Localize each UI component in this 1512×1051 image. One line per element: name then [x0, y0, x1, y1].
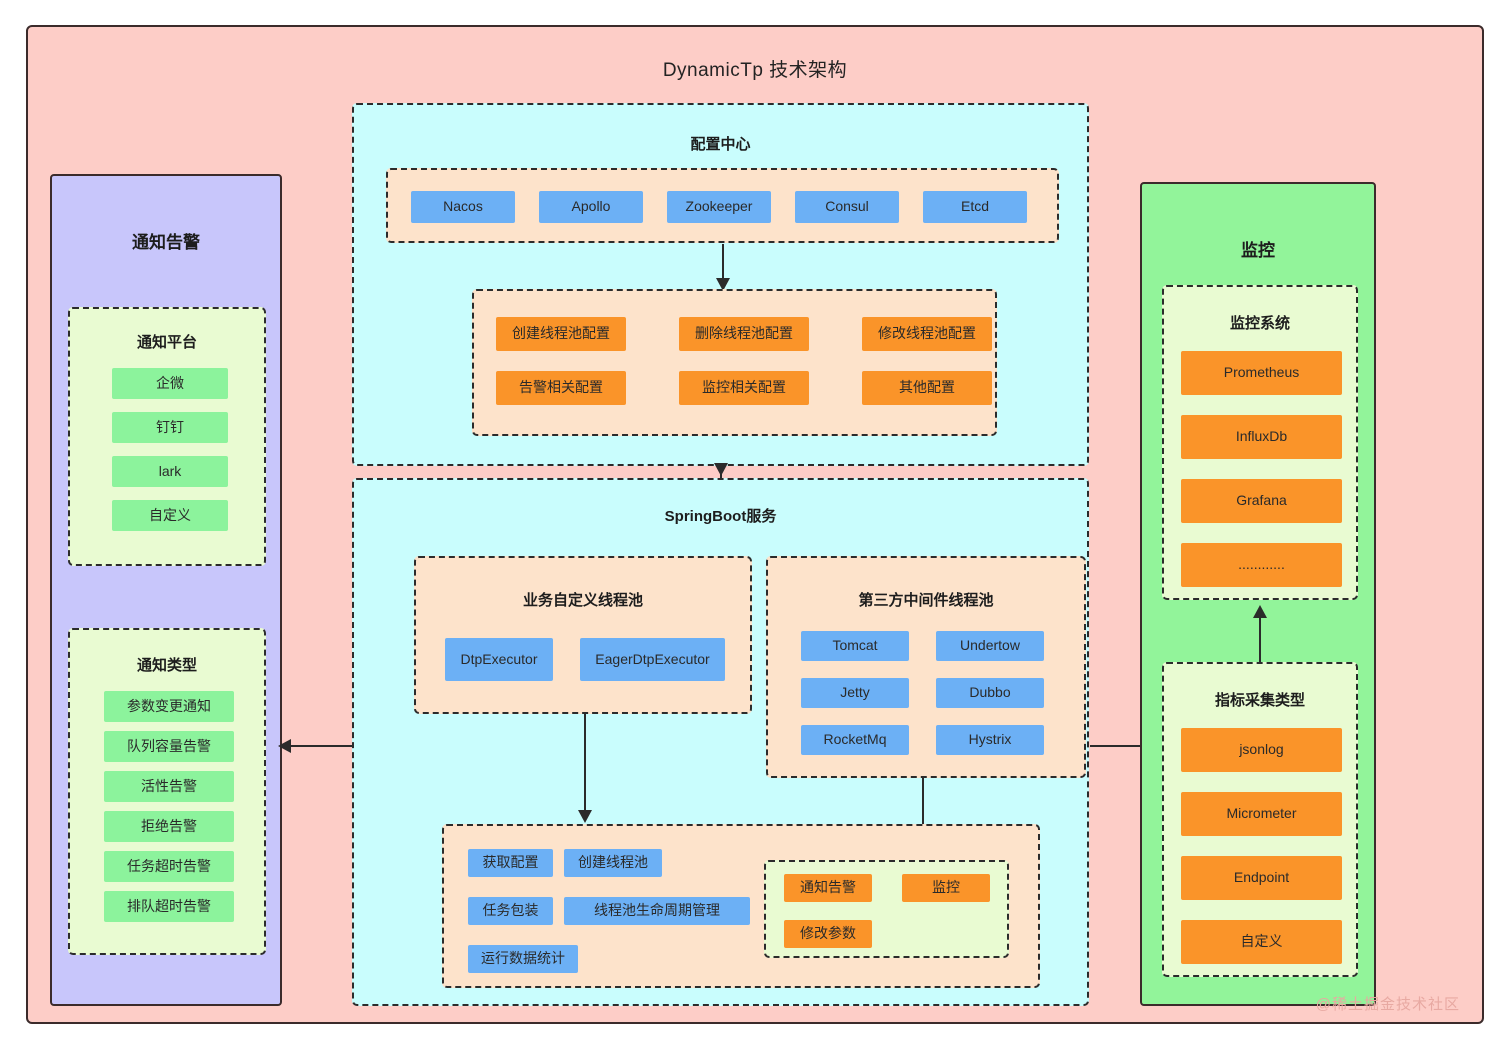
- middleware-thread-pool-item[interactable]: Dubbo: [936, 678, 1044, 708]
- config-item-chip[interactable]: 创建线程池配置: [496, 317, 626, 351]
- metric-collect-item[interactable]: jsonlog: [1181, 728, 1342, 772]
- config-sources-to-items-arrow-line: [722, 244, 724, 281]
- notification-alert-panel-title: 通知告警: [132, 233, 200, 252]
- notification-alert-panel: 通知告警 通知平台 企微 钉钉 lark 自定义 通知类型 参数变更通知 队列容…: [50, 174, 282, 1006]
- metric-collect-item[interactable]: Endpoint: [1181, 856, 1342, 900]
- notification-platform-item[interactable]: 自定义: [112, 500, 228, 531]
- notification-platform-item[interactable]: lark: [112, 456, 228, 487]
- springboot-to-notification-arrow-line: [290, 745, 352, 747]
- metric-collect-item[interactable]: Micrometer: [1181, 792, 1342, 836]
- notification-type-item[interactable]: 拒绝告警: [104, 811, 234, 842]
- notification-type-item[interactable]: 活性告警: [104, 771, 234, 802]
- monitor-system-item[interactable]: InfluxDb: [1181, 415, 1342, 459]
- springboot-action-chip[interactable]: 监控: [902, 874, 990, 902]
- middleware-thread-pool-item[interactable]: Tomcat: [801, 631, 909, 661]
- business-thread-pool-group: 业务自定义线程池 DtpExecutor EagerDtpExecutor: [414, 556, 752, 714]
- monitor-panel-title: 监控: [1241, 241, 1275, 260]
- core-capability-chip[interactable]: 线程池生命周期管理: [564, 897, 750, 925]
- collect-to-system-arrow-head: [1253, 605, 1267, 618]
- monitor-system-item[interactable]: ............: [1181, 543, 1342, 587]
- config-center-title: 配置中心: [690, 136, 751, 153]
- monitor-panel: 监控 监控系统 Prometheus InfluxDb Grafana ....…: [1140, 182, 1376, 1006]
- notification-type-group: 通知类型 参数变更通知 队列容量告警 活性告警 拒绝告警 任务超时告警 排队超时…: [68, 628, 266, 955]
- business-thread-pool-item[interactable]: DtpExecutor: [445, 638, 553, 681]
- core-capability-chip[interactable]: 创建线程池: [564, 849, 662, 877]
- notification-platform-group: 通知平台 企微 钉钉 lark 自定义: [68, 307, 266, 566]
- springboot-to-monitor-arrow-line: [1090, 745, 1152, 747]
- middleware-thread-pool-item[interactable]: RocketMq: [801, 725, 909, 755]
- config-source-chip[interactable]: Zookeeper: [667, 191, 771, 223]
- notification-type-item[interactable]: 队列容量告警: [104, 731, 234, 762]
- notification-type-item[interactable]: 参数变更通知: [104, 691, 234, 722]
- notification-platform-item[interactable]: 钉钉: [112, 412, 228, 443]
- notification-type-item[interactable]: 任务超时告警: [104, 851, 234, 882]
- business-pool-to-core-arrow-line: [584, 714, 586, 814]
- config-sources-to-items-arrow-head: [716, 278, 730, 291]
- business-thread-pool-title: 业务自定义线程池: [522, 592, 643, 609]
- notification-type-title: 通知类型: [136, 657, 197, 674]
- springboot-service-title: SpringBoot服务: [664, 508, 777, 525]
- middleware-thread-pool-item[interactable]: Jetty: [801, 678, 909, 708]
- metric-collect-group: 指标采集类型 jsonlog Micrometer Endpoint 自定义: [1162, 662, 1358, 977]
- config-item-chip[interactable]: 删除线程池配置: [679, 317, 809, 351]
- config-source-chip[interactable]: Etcd: [923, 191, 1027, 223]
- config-item-chip[interactable]: 告警相关配置: [496, 371, 626, 405]
- notification-platform-title: 通知平台: [136, 334, 197, 351]
- core-capabilities-group: 获取配置 创建线程池 任务包装 线程池生命周期管理 运行数据统计 通知告警 监控…: [442, 824, 1040, 988]
- watermark: @稀土掘金技术社区: [1315, 996, 1460, 1013]
- config-source-chip[interactable]: Consul: [795, 191, 899, 223]
- core-capability-chip[interactable]: 运行数据统计: [468, 945, 578, 973]
- architecture-root-frame: DynamicTp 技术架构 通知告警 通知平台 企微 钉钉 lark 自定义 …: [26, 25, 1484, 1024]
- business-thread-pool-item[interactable]: EagerDtpExecutor: [580, 638, 725, 681]
- monitor-system-title: 监控系统: [1229, 315, 1290, 332]
- middleware-thread-pool-title: 第三方中间件线程池: [858, 592, 994, 609]
- monitor-system-item[interactable]: Grafana: [1181, 479, 1342, 523]
- monitor-system-item[interactable]: Prometheus: [1181, 351, 1342, 395]
- config-center-group: 配置中心 Nacos Apollo Zookeeper Consul Etcd …: [352, 103, 1089, 466]
- config-item-chip[interactable]: 其他配置: [862, 371, 992, 405]
- springboot-actions-group: 通知告警 监控 修改参数: [764, 860, 1009, 958]
- config-source-chip[interactable]: Apollo: [539, 191, 643, 223]
- metric-collect-title: 指标采集类型: [1214, 692, 1305, 709]
- core-capability-chip[interactable]: 获取配置: [468, 849, 553, 877]
- metric-collect-item[interactable]: 自定义: [1181, 920, 1342, 964]
- notification-platform-item[interactable]: 企微: [112, 368, 228, 399]
- core-capability-chip[interactable]: 任务包装: [468, 897, 553, 925]
- springboot-to-notification-arrow-head: [278, 739, 291, 753]
- middleware-thread-pool-item[interactable]: Undertow: [936, 631, 1044, 661]
- notification-type-item[interactable]: 排队超时告警: [104, 891, 234, 922]
- config-items-group: 创建线程池配置 删除线程池配置 修改线程池配置 告警相关配置 监控相关配置 其他…: [472, 289, 997, 436]
- config-sources-group: Nacos Apollo Zookeeper Consul Etcd: [386, 168, 1059, 243]
- config-item-chip[interactable]: 监控相关配置: [679, 371, 809, 405]
- middleware-thread-pool-item[interactable]: Hystrix: [936, 725, 1044, 755]
- middleware-thread-pool-group: 第三方中间件线程池 Tomcat Undertow Jetty Dubbo Ro…: [766, 556, 1086, 778]
- springboot-service-group: SpringBoot服务 业务自定义线程池 DtpExecutor EagerD…: [352, 478, 1089, 1006]
- springboot-action-chip[interactable]: 修改参数: [784, 920, 872, 948]
- config-source-chip[interactable]: Nacos: [411, 191, 515, 223]
- monitor-system-group: 监控系统 Prometheus InfluxDb Grafana .......…: [1162, 285, 1358, 600]
- middleware-to-actions-arrow-line: [922, 778, 924, 858]
- springboot-action-chip[interactable]: 通知告警: [784, 874, 872, 902]
- page-title: DynamicTp 技术架构: [662, 60, 848, 81]
- config-item-chip[interactable]: 修改线程池配置: [862, 317, 992, 351]
- collect-to-system-arrow-line: [1259, 616, 1261, 663]
- business-pool-to-core-arrow-head: [578, 810, 592, 823]
- config-to-springboot-arrow-head: [714, 463, 728, 476]
